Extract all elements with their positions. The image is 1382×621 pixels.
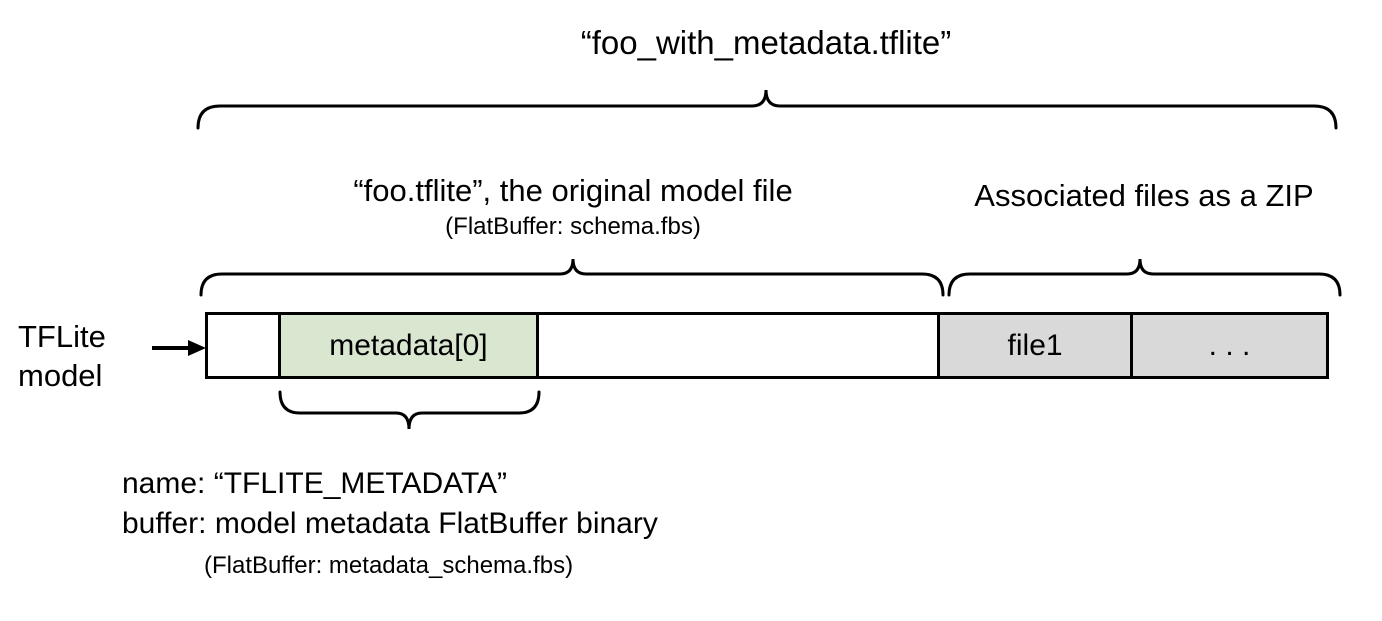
top-brace-whole-file [196, 89, 1338, 130]
metadata-buffer-line: buffer: model metadata FlatBuffer binary [122, 506, 658, 540]
metadata-name-line: name: “TFLITE_METADATA” [122, 467, 508, 500]
brace-metadata-detail [278, 390, 541, 430]
model-file-sublabel: (FlatBuffer: schema.fbs) [445, 213, 701, 240]
brace-model-file [199, 258, 945, 297]
tflite-model-bar: metadata[0] file1 . . . [205, 312, 1329, 379]
metadata-annotation: name: “TFLITE_METADATA” buffer: model me… [122, 464, 658, 544]
diagram-title: “foo_with_metadata.tflite” [580, 24, 952, 61]
bar-cell-file1: file1 [940, 315, 1134, 376]
zip-files-label: Associated files as a ZIP [974, 178, 1314, 213]
tflite-model-label: TFLite model [18, 319, 106, 393]
bar-cell-header [208, 315, 281, 376]
brace-zip-files [947, 258, 1342, 297]
metadata-schema-sublabel: (FlatBuffer: metadata_schema.fbs) [204, 552, 574, 579]
bar-cell-ellipsis: . . . [1133, 315, 1326, 376]
bar-cell-body [539, 315, 941, 376]
bar-cell-metadata: metadata[0] [280, 315, 540, 376]
model-file-label: “foo.tflite”, the original model file [353, 173, 793, 208]
right-arrow-icon [152, 340, 206, 356]
